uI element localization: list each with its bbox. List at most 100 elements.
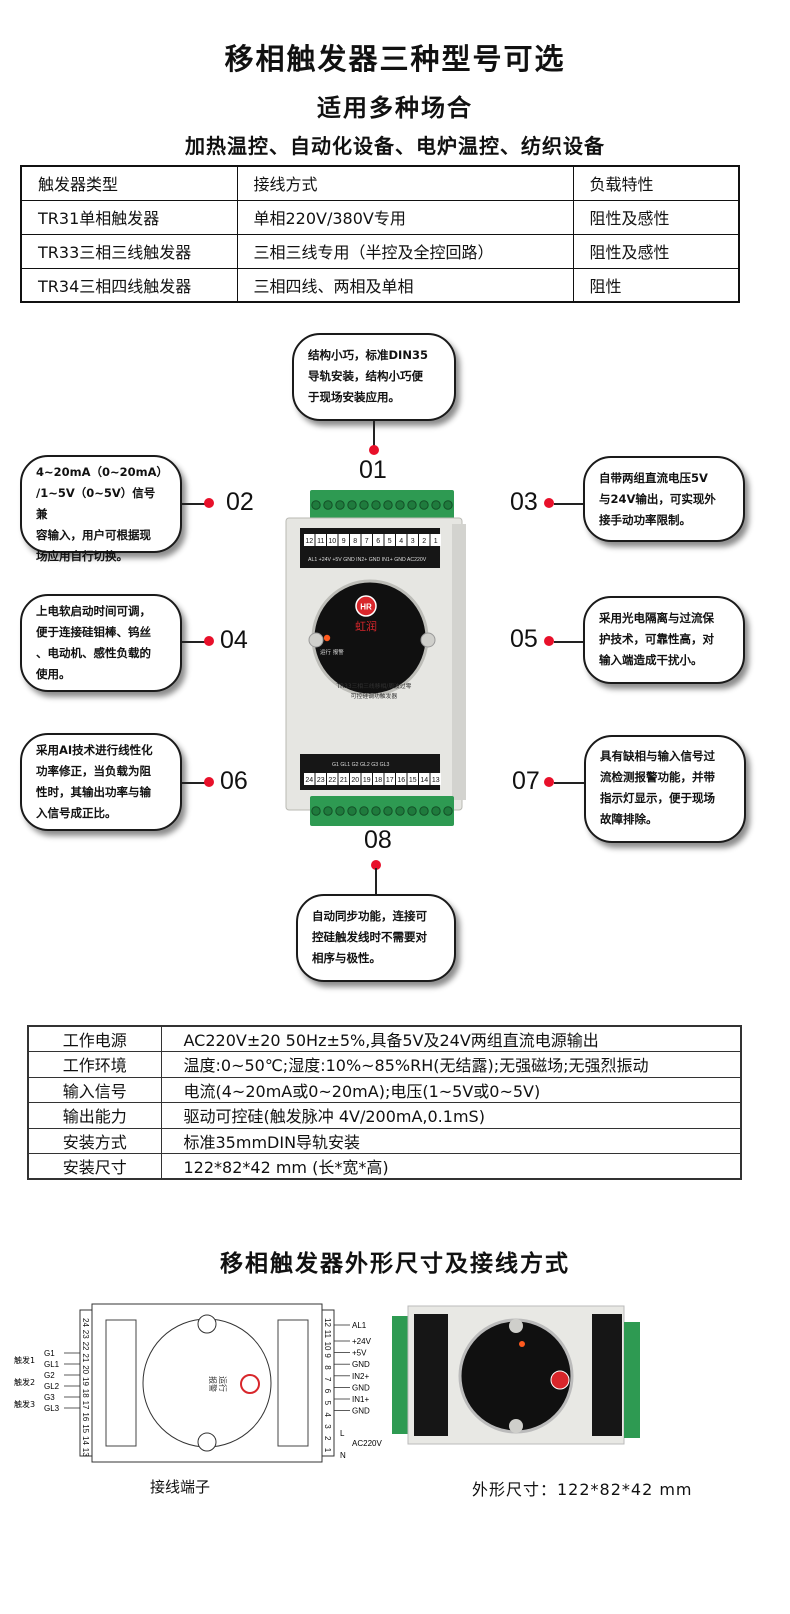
terminal-number: 18 [81, 1389, 90, 1398]
bottom-terminal-screws [311, 806, 453, 816]
feature-text: 流检测报警功能，并带 [600, 770, 715, 784]
terminal-number-box [430, 534, 441, 546]
terminal-screw-icon [443, 500, 453, 510]
feature-text: 相序与极性。 [312, 951, 381, 965]
feature-text: /1~5V（0~5V）信号兼 [36, 486, 156, 521]
mount-hole-right [420, 632, 436, 648]
callout-dot [204, 636, 214, 646]
callout-dot [204, 777, 214, 787]
callout-dot [369, 445, 379, 455]
signal-label: GND [352, 1383, 370, 1392]
right-terminal-strip [321, 1309, 335, 1457]
terminal-number-box [361, 773, 372, 785]
model-line-1: TR33三相三线移相/周波过零 [336, 682, 412, 690]
terminal-number: 22 [81, 1342, 90, 1351]
terminal-number-box [430, 773, 441, 785]
left-terminal-strip [79, 1309, 93, 1457]
terminal-screw-icon [371, 500, 381, 510]
feature-number-07: 07 [512, 767, 540, 795]
top-signal-labels: AL1 +24V +5V GND IN2+ GND IN1+ GND AC220… [308, 557, 427, 563]
connector-line [554, 641, 583, 643]
terminal-screw-icon [347, 806, 357, 816]
indicator-labels: 运行 报警 [320, 648, 344, 656]
table-cell: TR31单相触发器 [21, 199, 237, 234]
terminal-screw-icon [311, 806, 321, 816]
terminal-number: 12 [305, 538, 313, 545]
terminal-number: 3 [323, 1424, 332, 1429]
signal-label: GND [352, 1407, 370, 1416]
feature-bubble-02: 4~20mA（0~20mA） /1~5V（0~5V）信号兼 容输入，用户可根据现… [20, 455, 182, 563]
top-terminal-screws [311, 500, 453, 510]
table-row: 输入信号电流(4~20mA或0~20mA);电压(1~5V或0~5V) [28, 1076, 741, 1103]
connector-line [375, 868, 377, 894]
table-row: 工作环境温度:0~50℃;湿度:10%~85%RH(无结露);无强磁场;无强烈振… [28, 1051, 741, 1077]
feature-text: 控硅触发线时不需要对 [312, 930, 427, 944]
terminal-screw-icon [371, 806, 381, 816]
terminal-screw-icon [347, 500, 357, 510]
right-window [277, 1319, 309, 1447]
spec-key: 安装尺寸 [28, 1153, 162, 1179]
terminal-number: 19 [81, 1377, 90, 1386]
photo-mount-bottom [509, 1419, 523, 1433]
terminal-screw-icon [407, 806, 417, 816]
connector-line [182, 503, 206, 505]
photo-logo-icon [550, 1370, 570, 1390]
feature-text: 4~20mA（0~20mA） [36, 465, 169, 479]
terminal-number: 20 [81, 1365, 90, 1374]
terminal-number-box [350, 534, 361, 546]
terminal-number: 10 [323, 1342, 332, 1351]
photo-led-icon [519, 1341, 525, 1347]
feature-number-03: 03 [510, 488, 538, 516]
terminal-number: 16 [81, 1412, 90, 1421]
trigger-label: 触发3 [14, 1399, 35, 1409]
feature-number-01: 01 [359, 456, 387, 484]
feature-number-02: 02 [226, 488, 254, 516]
terminal-number: 6 [323, 1389, 332, 1394]
terminal-number: 9 [342, 538, 346, 545]
feature-text: 采用光电隔离与过流保 [599, 611, 714, 625]
size-caption: 外形尺寸：122*82*42 mm [472, 1480, 693, 1499]
table-cell: TR33三相三线触发器 [21, 233, 237, 268]
feature-number-08: 08 [364, 826, 392, 854]
spec-value: 电流(4~20mA或0~20mA);电压(1~5V或0~5V) [161, 1076, 741, 1103]
dimension-section-title: 移相触发器外形尺寸及接线方式 [220, 1251, 570, 1277]
terminal-number: 21 [340, 777, 348, 784]
signal-label: IN1+ [352, 1395, 369, 1404]
page-subtitle: 适用多种场合 [317, 94, 473, 122]
wiring-caption: 接线端子 [150, 1478, 211, 1496]
terminal-number: 24 [81, 1318, 90, 1327]
feature-bubble-07: 具有缺相与输入信号过 流检测报警功能，并带 指示灯显示，便于现场 故障排除。 [584, 735, 746, 843]
callout-dot [204, 498, 214, 508]
terminal-number-box [373, 534, 384, 546]
top-terminal-block [310, 490, 454, 520]
feature-text: 于现场安装应用。 [308, 390, 400, 404]
terminal-number-box [327, 773, 338, 785]
feature-text: 自带两组直流电压5V [599, 471, 708, 485]
mount-hole-left [308, 632, 324, 648]
terminal-number: 24 [305, 777, 313, 784]
feature-text: 结构小巧，标准DIN35 [308, 348, 428, 362]
terminal-screw-icon [383, 806, 393, 816]
feature-number-04: 04 [220, 626, 248, 654]
feature-bubble-03: 自带两组直流电压5V 与24V输出，可实现外 接手动功率限制。 [583, 456, 745, 542]
terminal-screw-icon [395, 500, 405, 510]
terminal-number-box [407, 773, 418, 785]
device-side-rail [452, 524, 466, 800]
ac-label-voltage: AC220V [352, 1439, 382, 1448]
spec-key: 输出能力 [28, 1102, 162, 1128]
ac-label-l: L [340, 1429, 345, 1438]
feature-text: 便于连接硅钼棒、钨丝 [36, 625, 151, 639]
spec-key: 安装方式 [28, 1127, 162, 1154]
terminal-number: 5 [323, 1401, 332, 1406]
table-header-cell: 接线方式 [236, 165, 573, 200]
terminal-number: 6 [376, 538, 380, 545]
feature-bubble-01: 结构小巧，标准DIN35 导轨安装，结构小巧便 于现场安装应用。 [292, 333, 456, 421]
terminal-number: 19 [363, 777, 371, 784]
terminal-number: 7 [323, 1377, 332, 1382]
terminal-number: 5 [388, 538, 392, 545]
terminal-number-box [304, 773, 315, 785]
